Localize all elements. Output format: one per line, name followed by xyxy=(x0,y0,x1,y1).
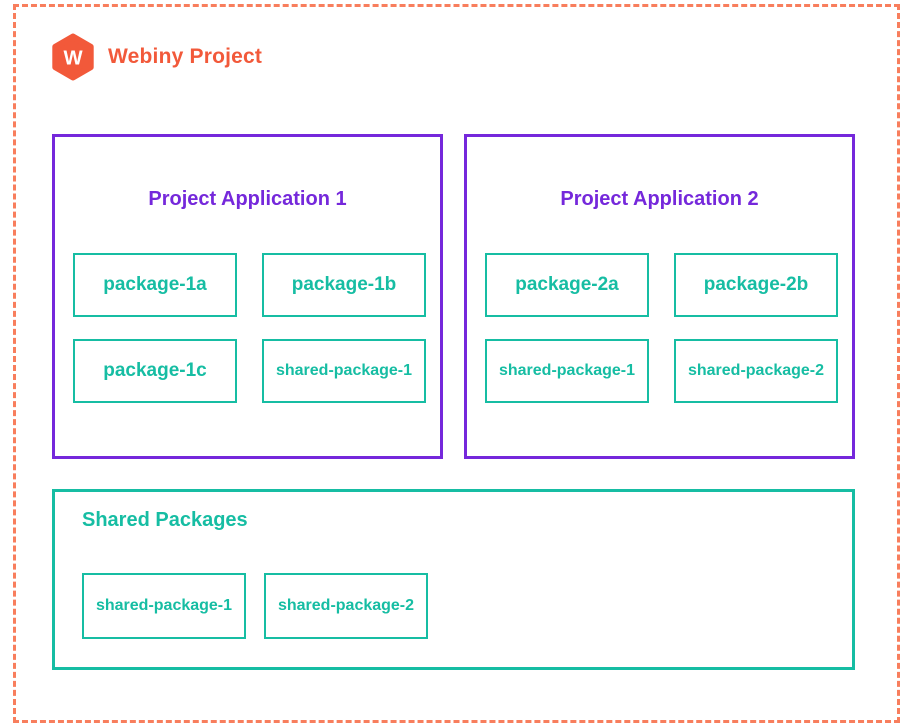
application-title: Project Application 2 xyxy=(560,188,759,210)
shared-packages-box: Shared Packages shared-package-1 shared-… xyxy=(52,489,855,670)
package-label: shared-package-2 xyxy=(277,597,415,614)
page-title: Webiny Project xyxy=(108,45,263,68)
package-label: package-1c xyxy=(103,360,207,381)
package-box: package-1b xyxy=(262,253,426,317)
package-box: package-1c xyxy=(73,339,237,403)
package-label: shared-package-2 xyxy=(687,362,825,379)
package-label: shared-package-1 xyxy=(95,597,233,614)
project-dashed-border xyxy=(13,4,900,723)
shared-packages-title: Shared Packages xyxy=(82,509,248,531)
package-box: package-2b xyxy=(674,253,838,317)
package-label: package-1b xyxy=(291,274,397,295)
webiny-logo-icon: W xyxy=(50,33,96,81)
application-title: Project Application 1 xyxy=(148,188,347,210)
project-application-1-box: Project Application 1 package-1a package… xyxy=(52,134,443,459)
package-label: package-2b xyxy=(703,274,809,295)
package-box: package-2a xyxy=(485,253,649,317)
package-box: package-1a xyxy=(73,253,237,317)
package-label: package-2a xyxy=(515,274,619,295)
project-application-2-box: Project Application 2 package-2a package… xyxy=(464,134,855,459)
package-label: package-1a xyxy=(103,274,207,295)
package-box: shared-package-2 xyxy=(264,573,428,639)
logo-letter: W xyxy=(63,47,83,69)
package-box: shared-package-1 xyxy=(82,573,246,639)
package-label: shared-package-1 xyxy=(498,362,636,379)
package-label: shared-package-1 xyxy=(275,362,413,379)
package-box: shared-package-2 xyxy=(674,339,838,403)
package-box: shared-package-1 xyxy=(485,339,649,403)
header: W Webiny Project xyxy=(50,33,262,81)
package-box: shared-package-1 xyxy=(262,339,426,403)
